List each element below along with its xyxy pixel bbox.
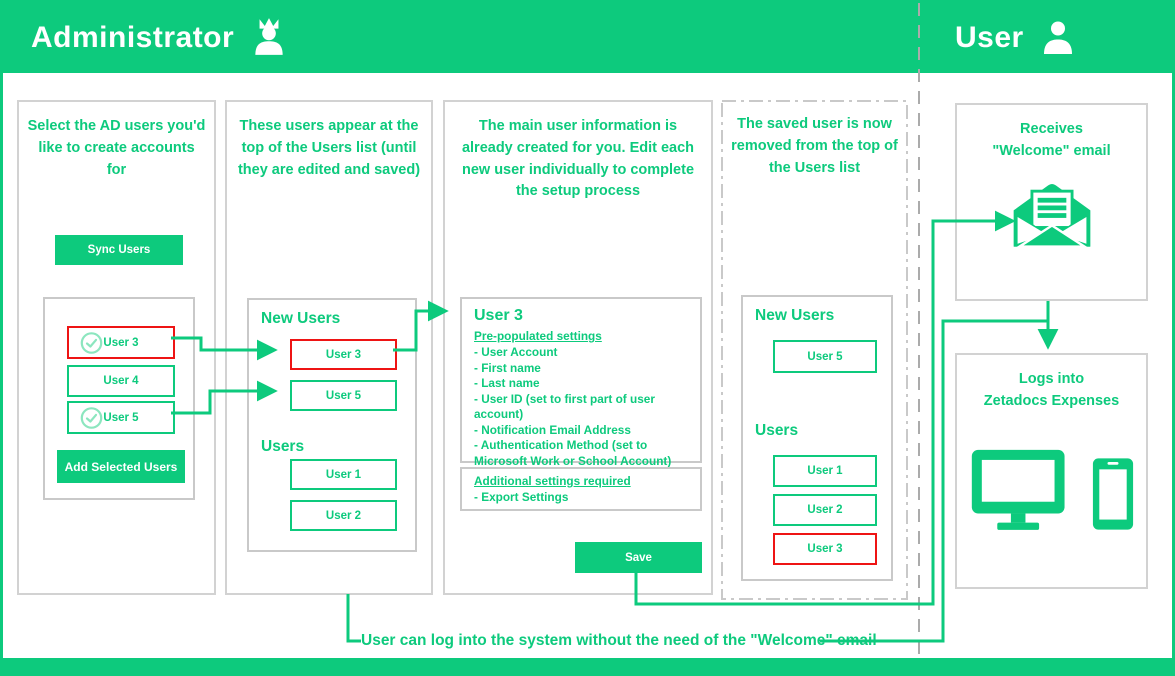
new-user-row-user5[interactable]: User 5 bbox=[773, 340, 877, 373]
user-row-user2[interactable]: User 2 bbox=[773, 494, 877, 526]
user-row-user2[interactable]: User 2 bbox=[290, 500, 397, 531]
user-label: User 1 bbox=[325, 468, 362, 481]
admin-title: Administrator bbox=[31, 21, 235, 54]
monitor-icon bbox=[970, 447, 1070, 536]
user-label: User 5 bbox=[807, 350, 843, 363]
panel2-title: These users appear at the top of the Use… bbox=[237, 118, 421, 178]
panel-users-list-after: The saved user is now removed from the t… bbox=[721, 100, 908, 600]
users-heading: Users bbox=[261, 438, 305, 455]
user-header: User bbox=[955, 3, 1078, 73]
user-label: User 5 bbox=[103, 411, 139, 424]
detail-item: - User ID (set to first part of user acc… bbox=[474, 391, 655, 422]
additional-settings-heading: Additional settings required bbox=[474, 474, 631, 488]
prepopulated-settings-heading: Pre-populated settings bbox=[474, 329, 602, 343]
welcome-email-envelope-icon bbox=[957, 181, 1146, 251]
user-label: User 3 bbox=[807, 543, 843, 555]
new-users-heading: New Users bbox=[755, 307, 835, 324]
new-user-row-user3[interactable]: User 3 bbox=[290, 339, 397, 370]
users-list-box-after: New Users User 5 Users User 1 User 2 Use… bbox=[741, 295, 893, 581]
user-title: User bbox=[955, 21, 1024, 54]
detail-item: - Last name bbox=[474, 376, 540, 391]
admin-user-divider bbox=[918, 3, 920, 673]
panel1-title: Select the AD users you'd like to create… bbox=[27, 118, 206, 178]
devices-icons bbox=[957, 447, 1146, 536]
detail-item: - Authentication Method (set to bbox=[474, 438, 648, 453]
panel-receives-email: Receives "Welcome" email bbox=[955, 103, 1148, 301]
user3-details-box: User 3 Pre-populated settings - User Acc… bbox=[460, 297, 702, 484]
logs-panel-title-line1: Logs into bbox=[1018, 371, 1085, 387]
additional-settings-box: Additional settings required - Export Se… bbox=[460, 467, 702, 511]
user-label: User 2 bbox=[807, 504, 843, 516]
check-circle-icon bbox=[80, 331, 103, 354]
ad-user-row-user4[interactable]: User 4 bbox=[67, 365, 175, 397]
user-label: User 3 bbox=[103, 336, 139, 349]
new-users-heading: New Users bbox=[261, 310, 341, 327]
connector-panel2-to-note bbox=[346, 594, 361, 643]
email-panel-title-line1: Receives bbox=[1020, 121, 1083, 137]
user-label: User 2 bbox=[325, 509, 362, 522]
panel3-title: The main user information is already cre… bbox=[461, 118, 695, 200]
smartphone-icon bbox=[1092, 457, 1134, 536]
footer-bar bbox=[3, 658, 1172, 673]
ad-user-row-user3[interactable]: User 3 bbox=[67, 326, 175, 359]
header-bar: Administrator User bbox=[3, 3, 1172, 73]
panel4-title: The saved user is now removed from the t… bbox=[731, 116, 898, 176]
ad-users-list-box: User 3 User 4 User 5 Add Selected Users bbox=[43, 297, 195, 500]
user-label: User 3 bbox=[325, 348, 362, 361]
email-panel-title: Receives "Welcome" email bbox=[957, 105, 1146, 163]
user-label: User 5 bbox=[325, 389, 362, 402]
users-heading: Users bbox=[755, 422, 799, 439]
person-icon bbox=[1038, 16, 1078, 61]
detail-item: Microsoft Work or School Account) bbox=[474, 453, 672, 468]
sync-users-button[interactable]: Sync Users bbox=[55, 235, 183, 265]
ad-user-row-user5[interactable]: User 5 bbox=[67, 401, 175, 434]
panel-select-ad-users: Select the AD users you'd like to create… bbox=[17, 100, 216, 595]
user-row-user1[interactable]: User 1 bbox=[773, 455, 877, 487]
footer-note: User can log into the system without the… bbox=[361, 632, 877, 649]
logs-panel-title: Logs into Zetadocs Expenses bbox=[957, 355, 1146, 413]
panel-edit-user: The main user information is already cre… bbox=[443, 100, 713, 595]
new-user-row-user5[interactable]: User 5 bbox=[290, 380, 397, 411]
detail-item: - User Account bbox=[474, 345, 558, 359]
email-panel-title-line2: "Welcome" email bbox=[992, 142, 1111, 159]
detail-item: - Notification Email Address bbox=[474, 422, 631, 437]
user-row-user1[interactable]: User 1 bbox=[290, 459, 397, 490]
check-circle-icon bbox=[80, 406, 103, 429]
user-row-user3[interactable]: User 3 bbox=[773, 533, 877, 565]
logs-panel-title-line2: Zetadocs Expenses bbox=[983, 392, 1120, 409]
admin-header: Administrator bbox=[31, 3, 290, 73]
save-button[interactable]: Save bbox=[575, 542, 702, 573]
add-selected-users-button[interactable]: Add Selected Users bbox=[57, 450, 185, 483]
panel-users-list-before: These users appear at the top of the Use… bbox=[225, 100, 433, 595]
user-label: User 4 bbox=[103, 375, 139, 387]
panel-logs-into: Logs into Zetadocs Expenses bbox=[955, 353, 1148, 589]
admin-crown-person-icon bbox=[248, 15, 290, 62]
user-label: User 1 bbox=[807, 465, 843, 477]
detail-item: - Export Settings bbox=[474, 490, 569, 504]
user3-detail-heading: User 3 bbox=[474, 307, 523, 324]
detail-item: - First name bbox=[474, 360, 541, 375]
users-list-box: New Users User 3 User 5 Users User 1 Use… bbox=[247, 298, 417, 552]
